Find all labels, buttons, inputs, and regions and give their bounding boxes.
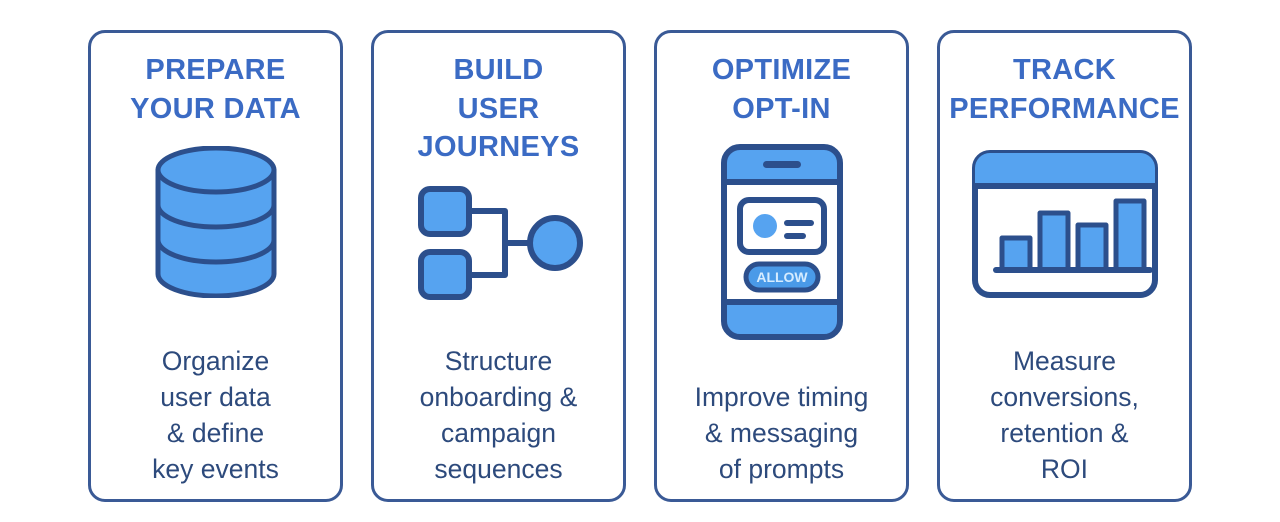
card-heading: BUILD USER JOURNEYS <box>417 54 580 164</box>
card-optimize-opt-in: OPTIMIZE OPT-IN ALLOW Improve timing & <box>654 30 909 502</box>
card-heading: TRACK PERFORMANCE <box>949 54 1180 125</box>
card-body: Organize user data & define key events <box>152 345 279 484</box>
allow-button-icon: ALLOW <box>743 261 820 293</box>
card-build-user-journeys: BUILD USER JOURNEYS Structure onboarding… <box>371 30 626 502</box>
card-body: Measure conversions, retention & ROI <box>990 345 1139 484</box>
phone-permission-icon: ALLOW <box>719 142 845 342</box>
avatar-icon <box>752 214 777 239</box>
card-heading: OPTIMIZE OPT-IN <box>711 54 852 125</box>
database-icon <box>152 146 280 299</box>
flowchart-icon <box>413 181 585 305</box>
card-prepare-your-data: PREPARE YOUR DATA Organize user data & d… <box>88 30 343 502</box>
card-track-performance: TRACK PERFORMANCE Measure conversions, r… <box>937 30 1192 502</box>
card-heading: PREPARE YOUR DATA <box>130 54 301 125</box>
card-body: Improve timing & messaging of prompts <box>694 381 869 484</box>
card-body: Structure onboarding & campaign sequence… <box>419 345 578 484</box>
bar-chart-window-icon <box>970 148 1160 300</box>
notification-card-icon <box>736 197 827 256</box>
allow-button-label: ALLOW <box>756 269 808 285</box>
phone-speaker-icon <box>762 161 801 169</box>
